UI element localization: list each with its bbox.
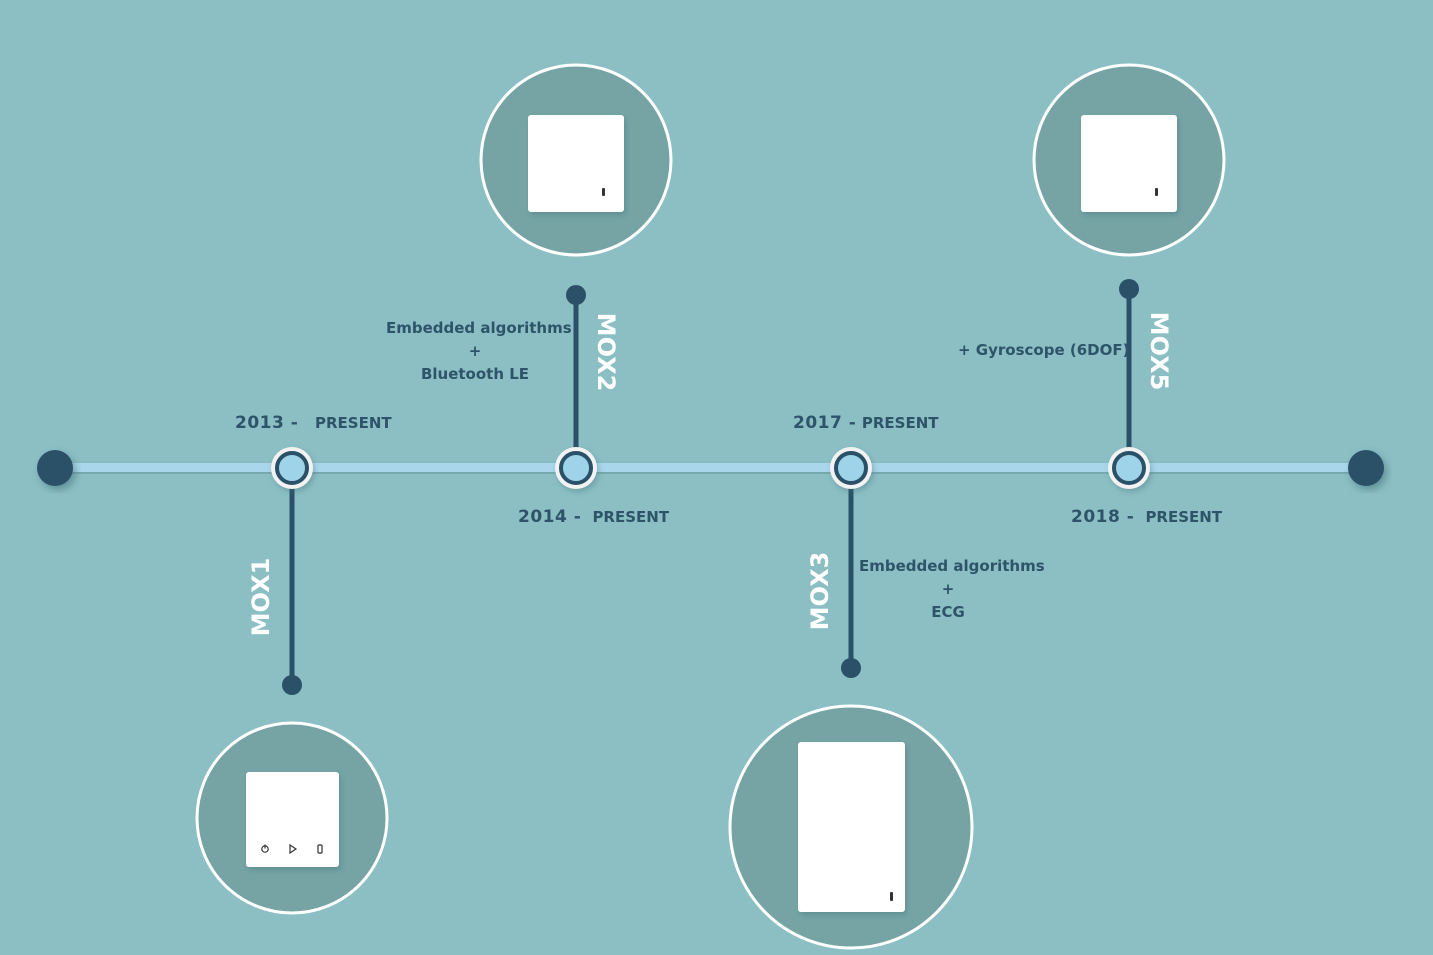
- features-mox3: Embedded algorithms + ECG: [859, 555, 1045, 624]
- status-mox3: PRESENT: [861, 414, 939, 432]
- status-mox5: PRESENT: [1145, 508, 1223, 526]
- connector-dot-mox3: [841, 658, 861, 678]
- feature-line: Embedded algorithms: [859, 557, 1045, 575]
- model-name-mox3: MOX3: [806, 551, 834, 631]
- node-mox2: [555, 447, 597, 489]
- connector-dot-mox5: [1119, 279, 1139, 299]
- year-mox1: 2013 -: [235, 413, 299, 433]
- device-mox2: [528, 115, 624, 212]
- status-mox2: PRESENT: [592, 508, 670, 526]
- model-name-mox2: MOX2: [592, 312, 620, 392]
- device-mox1: [246, 772, 339, 867]
- year-label-mox3: 2017 - PRESENT: [793, 413, 939, 433]
- model-name-mox5: MOX5: [1145, 311, 1173, 391]
- device-circle-mox5: [1032, 63, 1226, 257]
- features-mox2: Embedded algorithms + Bluetooth LE: [386, 317, 572, 386]
- timeline-bar: [55, 463, 1367, 472]
- feature-line: Bluetooth LE: [420, 365, 530, 383]
- year-label-mox2: 2014 - PRESENT: [518, 507, 669, 527]
- feature-line: +: [468, 342, 482, 360]
- feature-line: ECG: [931, 603, 965, 621]
- year-mox3: 2017 -: [793, 413, 857, 433]
- led-icon: [890, 892, 893, 901]
- year-mox5: 2018 -: [1071, 507, 1135, 527]
- model-name-mox1: MOX1: [247, 557, 275, 637]
- device-circle-mox3: [728, 704, 974, 950]
- led-icon: [602, 188, 605, 196]
- device-circle-mox2: [479, 63, 673, 257]
- battery-icon: [317, 844, 323, 854]
- device-mox5: [1081, 115, 1177, 212]
- year-mox2: 2014 -: [518, 507, 582, 527]
- device-circle-mox1: [195, 721, 389, 915]
- timeline-start-cap: [37, 450, 73, 486]
- connector-dot-mox1: [282, 675, 302, 695]
- year-label-mox1: 2013 - PRESENT: [235, 413, 392, 433]
- feature-line: +: [941, 580, 955, 598]
- feature-line: + Gyroscope (6DOF): [958, 341, 1130, 359]
- power-icon: [261, 844, 269, 853]
- node-mox5: [1108, 447, 1150, 489]
- device-mox3: [798, 742, 905, 912]
- node-mox3: [830, 447, 872, 489]
- play-icon: [289, 843, 298, 855]
- features-mox5: + Gyroscope (6DOF): [958, 339, 1129, 362]
- connector-dot-mox2: [566, 285, 586, 305]
- feature-line: Embedded algorithms: [386, 319, 572, 337]
- led-icon: [1155, 188, 1158, 196]
- status-mox1: PRESENT: [315, 414, 392, 432]
- year-label-mox5: 2018 - PRESENT: [1071, 507, 1222, 527]
- node-mox1: [271, 447, 313, 489]
- timeline-end-cap: [1348, 450, 1384, 486]
